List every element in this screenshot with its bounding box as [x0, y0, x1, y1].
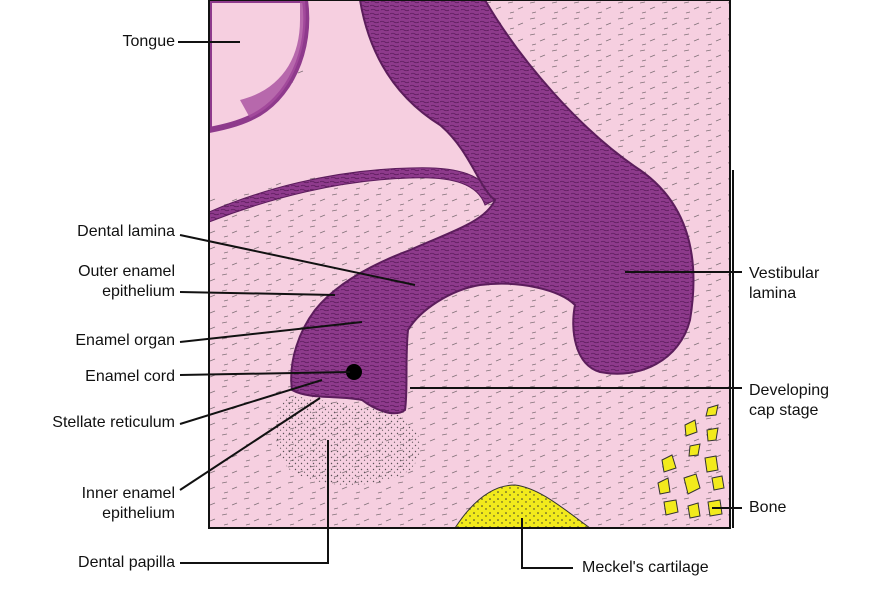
- leader-outer-enamel-epithelium: [179, 291, 336, 296]
- label-outer-enamel-epithelium: Outer enamel epithelium: [78, 263, 175, 300]
- label-dental-papilla: Dental papilla: [78, 554, 175, 571]
- dental-papilla-area: [275, 395, 421, 485]
- epithelial-mass: [290, 0, 695, 415]
- leader-dental-papilla: [180, 440, 329, 564]
- meckels-cartilage-shape: [454, 484, 591, 528]
- label-vestibular-lamina: Vestibular lamina: [749, 265, 820, 302]
- bone-spicules: [657, 404, 725, 519]
- leader-inner-enamel-epithelium: [179, 397, 321, 491]
- label-stellate-reticulum: Stellate reticulum: [52, 414, 175, 431]
- leader-enamel-cord: [179, 371, 351, 376]
- enamel-cord-dot: [346, 364, 362, 380]
- label-enamel-cord: Enamel cord: [85, 368, 175, 385]
- label-developing-cap-stage: Developing cap stage: [749, 382, 830, 419]
- leader-dental-lamina: [179, 234, 416, 286]
- label-inner-enamel-epithelium: Inner enamel epithelium: [81, 485, 175, 522]
- label-meckels-cartilage: Meckel's cartilage: [582, 559, 709, 576]
- diagram-frame: [208, 0, 731, 529]
- oral-epithelium-band: [209, 167, 496, 223]
- oral-cavity: [209, 0, 490, 200]
- label-dental-lamina: Dental lamina: [77, 223, 175, 240]
- leader-meckels-cartilage: [521, 518, 573, 569]
- leader-enamel-organ: [179, 321, 363, 343]
- tongue-shading: [240, 0, 306, 118]
- label-bone: Bone: [749, 499, 787, 516]
- label-tongue: Tongue: [122, 33, 176, 50]
- leader-stellate-reticulum: [179, 379, 323, 425]
- label-enamel-organ: Enamel organ: [75, 332, 175, 349]
